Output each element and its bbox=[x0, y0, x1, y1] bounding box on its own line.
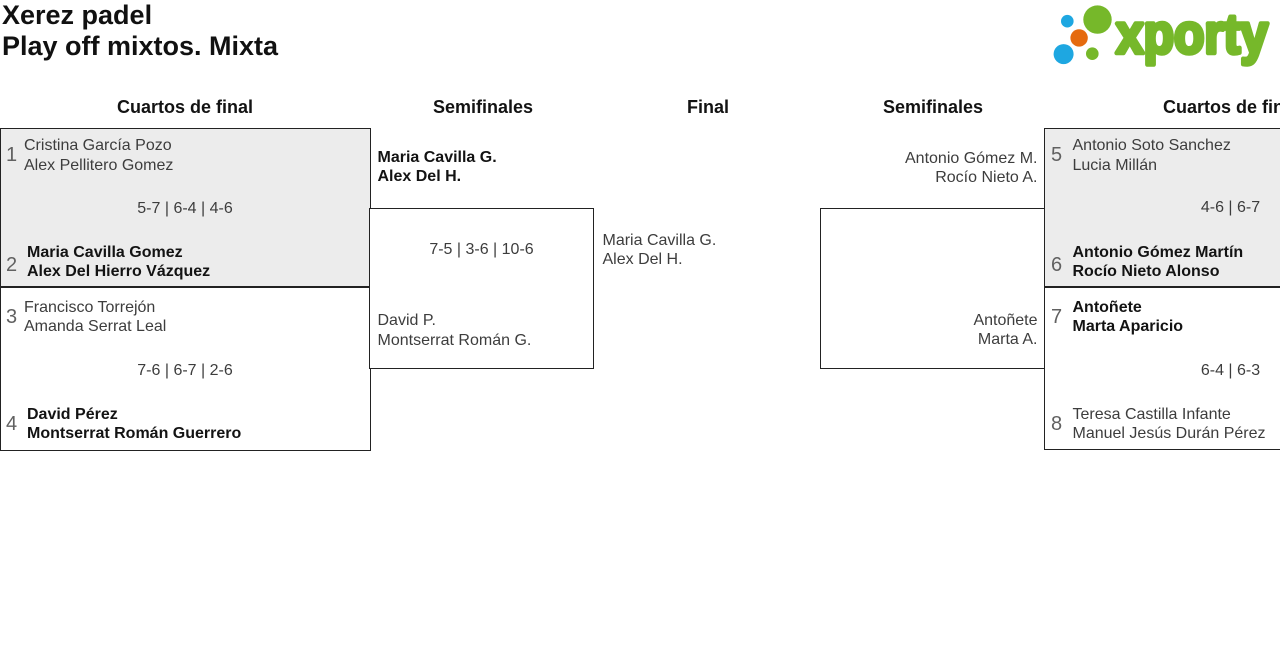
svg-text:xporty: xporty bbox=[1116, 2, 1268, 65]
